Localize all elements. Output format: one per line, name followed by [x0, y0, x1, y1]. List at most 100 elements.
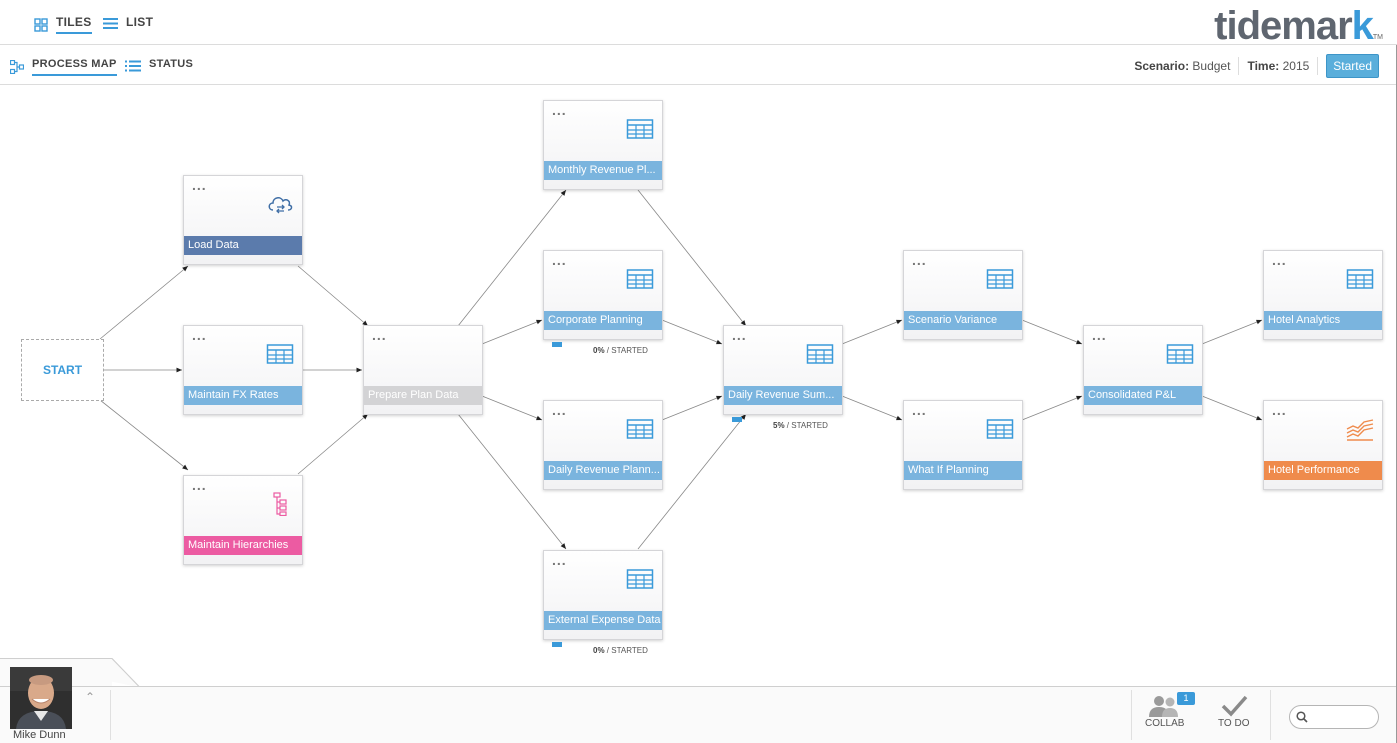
more-options-icon[interactable]: ... — [912, 402, 927, 418]
tile-label: Daily Revenue Plann... — [544, 461, 662, 480]
table-icon — [1346, 269, 1374, 289]
tile-daily-revenue-summary[interactable]: ... Daily Revenue Sum... — [723, 325, 843, 422]
more-options-icon[interactable]: ... — [912, 252, 927, 268]
more-options-icon[interactable]: ... — [372, 327, 387, 343]
tile-status: 0% / STARTED — [593, 346, 648, 355]
process-map-label: PROCESS MAP — [32, 58, 117, 76]
process-map-icon — [10, 60, 24, 74]
tile-label: Corporate Planning — [544, 311, 662, 330]
divider — [1131, 690, 1132, 740]
status-text: / STARTED — [606, 346, 648, 355]
table-icon — [626, 569, 654, 589]
tile-status: 0% / STARTED — [593, 646, 648, 655]
tile-load-data[interactable]: ... Load Data — [183, 175, 303, 265]
search-icon — [1296, 711, 1308, 723]
tile-scenario-variance[interactable]: ... Scenario Variance — [903, 250, 1023, 340]
table-icon — [986, 419, 1014, 439]
cloud-sync-icon — [268, 197, 293, 214]
progress-indicator — [552, 642, 562, 647]
tile-prepare-plan-data[interactable]: ... Prepare Plan Data — [363, 325, 483, 415]
user-name: Mike Dunn — [13, 729, 66, 741]
status-tab[interactable]: STATUS — [125, 58, 193, 74]
process-map-canvas: START ... Load Data ... Maintain FX Rate… — [0, 86, 1397, 686]
scenario-key: Scenario: — [1134, 59, 1190, 73]
state-badge[interactable]: Started — [1326, 54, 1379, 78]
tile-hotel-analytics[interactable]: ... Hotel Analytics — [1263, 250, 1383, 340]
tile-label: Hotel Analytics — [1264, 311, 1382, 330]
more-options-icon[interactable]: ... — [552, 252, 567, 268]
chevron-up-icon[interactable]: ⌃ — [85, 690, 96, 704]
table-icon — [806, 344, 834, 364]
tile-maintain-hierarchies[interactable]: ... Maintain Hierarchies — [183, 475, 303, 565]
collab-people-icon — [1148, 696, 1178, 717]
more-options-icon[interactable]: ... — [552, 402, 567, 418]
tile-label: External Expense Data — [544, 611, 662, 630]
tile-label: Maintain Hierarchies — [184, 536, 302, 555]
process-map-tab[interactable]: PROCESS MAP — [10, 58, 117, 76]
table-icon — [1166, 344, 1194, 364]
logo-k: k — [1351, 4, 1374, 48]
logo-text: tidemar — [1214, 4, 1352, 48]
more-options-icon[interactable]: ... — [1272, 402, 1287, 418]
collab-button[interactable]: COLLAB — [1145, 694, 1184, 729]
process-edges — [99, 189, 1263, 550]
tile-daily-revenue-planning[interactable]: ... Daily Revenue Plann... — [543, 400, 663, 490]
more-options-icon[interactable]: ... — [1272, 252, 1287, 268]
tile-corporate-planning[interactable]: ... Corporate Planning — [543, 250, 663, 347]
tidemark-logo: tidemarkTM — [1214, 4, 1383, 49]
more-options-icon[interactable]: ... — [1092, 327, 1107, 343]
line-chart-icon — [1346, 419, 1374, 441]
tile-label: Consolidated P&L — [1084, 386, 1202, 405]
collab-count-badge: 1 — [1177, 692, 1195, 705]
status-list-icon — [125, 60, 141, 72]
user-photo-icon — [10, 667, 72, 729]
progress-indicator — [732, 417, 742, 422]
table-icon — [626, 419, 654, 439]
more-options-icon[interactable]: ... — [552, 102, 567, 118]
hierarchy-icon — [273, 492, 287, 516]
avatar[interactable] — [10, 667, 72, 729]
more-options-icon[interactable]: ... — [192, 177, 207, 193]
logo-tm: TM — [1372, 34, 1383, 41]
more-options-icon[interactable]: ... — [552, 552, 567, 568]
table-icon — [626, 119, 654, 139]
tile-status: 5% / STARTED — [773, 421, 828, 430]
checkmark-icon — [1221, 695, 1248, 717]
tiles-view-tab[interactable]: TILES — [34, 15, 92, 34]
scenario-info: Scenario: Budget Time: 2015 Started — [1134, 54, 1379, 78]
time-value[interactable]: 2015 — [1282, 59, 1310, 73]
tile-label: Daily Revenue Sum... — [724, 386, 842, 405]
more-options-icon[interactable]: ... — [192, 477, 207, 493]
search-input[interactable] — [1312, 711, 1372, 723]
more-options-icon[interactable]: ... — [732, 327, 747, 343]
tile-external-expense-data[interactable]: ... External Expense Data — [543, 550, 663, 647]
sub-bar: PROCESS MAP STATUS Scenario: Budget Time… — [0, 45, 1397, 85]
start-node[interactable]: START — [21, 339, 104, 401]
todo-label: TO DO — [1218, 718, 1250, 729]
list-view-label: LIST — [126, 15, 154, 29]
more-options-icon[interactable]: ... — [192, 327, 207, 343]
list-view-tab[interactable]: LIST — [103, 15, 153, 32]
tile-label: Monthly Revenue Pl... — [544, 161, 662, 180]
collab-label: COLLAB — [1145, 718, 1185, 729]
tiles-view-label: TILES — [56, 15, 92, 34]
tile-label: Load Data — [184, 236, 302, 255]
search-box[interactable] — [1289, 705, 1379, 729]
tile-maintain-fx-rates[interactable]: ... Maintain FX Rates — [183, 325, 303, 415]
divider — [1238, 57, 1240, 75]
progress-indicator — [552, 342, 562, 347]
tile-monthly-revenue-planning[interactable]: ... Monthly Revenue Pl... — [543, 100, 663, 190]
status-percent: 0% — [593, 346, 605, 355]
table-icon — [266, 344, 294, 364]
divider — [1270, 690, 1271, 740]
table-icon — [986, 269, 1014, 289]
divider — [1317, 57, 1319, 75]
table-icon — [626, 269, 654, 289]
tile-label: Maintain FX Rates — [184, 386, 302, 405]
todo-button[interactable]: TO DO — [1218, 694, 1249, 729]
tile-hotel-performance[interactable]: ... Hotel Performance — [1263, 400, 1383, 490]
scenario-value[interactable]: Budget — [1192, 59, 1231, 73]
tile-what-if-planning[interactable]: ... What If Planning — [903, 400, 1023, 490]
tile-consolidated-pl[interactable]: ... Consolidated P&L — [1083, 325, 1203, 415]
divider — [110, 690, 111, 740]
